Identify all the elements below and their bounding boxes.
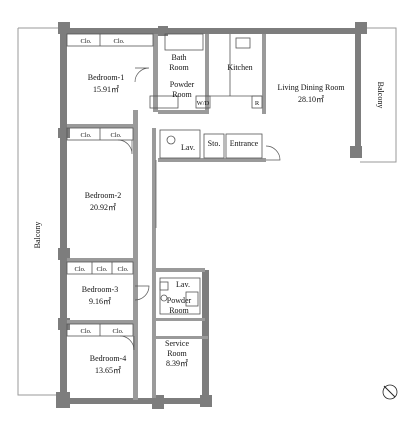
door-swings (117, 67, 281, 351)
closet-label: Clo. (110, 132, 121, 139)
bedroom-2-area: 20.92㎡ (90, 203, 116, 212)
powder-room-2-label-1: Powder (167, 296, 192, 305)
balcony-right-label: Balcony (376, 82, 385, 109)
closet-label: Clo. (80, 328, 91, 335)
balcony-left (17, 27, 62, 396)
bath-room-label-2: Room (169, 63, 189, 72)
bedroom-1-label: Bedroom-1 (88, 73, 124, 82)
bedroom-4-area: 13.65㎡ (95, 366, 121, 375)
service-room-label-1: Service (165, 339, 189, 348)
refrigerator-label: R (255, 100, 260, 107)
entrance-label: Entrance (230, 139, 259, 148)
washer-dryer-label: W/D (197, 100, 210, 107)
closet-label: Clo. (74, 266, 85, 273)
closet-label: Clo. (112, 328, 123, 335)
storage-label: Sto. (208, 139, 221, 148)
interior-walls (67, 34, 266, 400)
balcony-right (355, 27, 397, 163)
living-dining-room-area: 28.10㎡ (298, 95, 324, 104)
balcony-left-label: Balcony (33, 222, 42, 249)
closet-label: Clo. (80, 38, 91, 45)
lav-2-label: Lav. (176, 280, 190, 289)
closet-label: Clo. (96, 266, 107, 273)
bedroom-2-label: Bedroom-2 (85, 191, 121, 200)
room-lines (66, 33, 263, 337)
service-room-label-2: Room (167, 349, 187, 358)
living-dining-room-label: Living Dining Room (277, 83, 345, 92)
bedroom-1-area: 15.91㎡ (93, 85, 119, 94)
closet-label: Clo. (117, 266, 128, 273)
bedroom-3-label: Bedroom-3 (82, 285, 118, 294)
bedroom-4-label: Bedroom-4 (90, 354, 126, 363)
powder-room-1-label-1: Powder (170, 80, 195, 89)
bath-room-label-1: Bath (171, 53, 186, 62)
north-arrow-icon (382, 384, 398, 400)
lav-1-label: Lav. (181, 143, 195, 152)
powder-room-1-label-2: Room (172, 90, 192, 99)
closet-label: Clo. (80, 132, 91, 139)
kitchen-label: Kitchen (227, 63, 252, 72)
closet-label: Clo. (113, 38, 124, 45)
bedroom-3-area: 9.16㎡ (89, 297, 111, 306)
powder-room-2-label-2: Room (169, 306, 189, 315)
service-room-area: 8.39㎡ (166, 359, 188, 368)
